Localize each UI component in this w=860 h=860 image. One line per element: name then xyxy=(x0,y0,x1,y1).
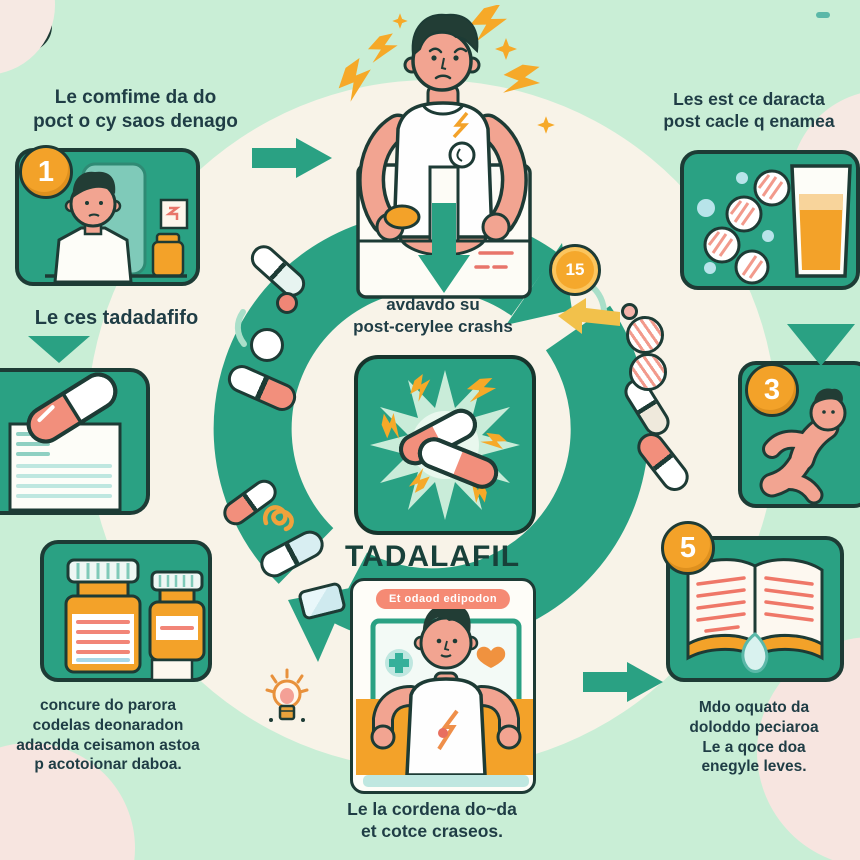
chest-ring-icon xyxy=(448,141,476,169)
open-book-icon xyxy=(686,558,824,673)
leaf-flame-icon xyxy=(741,632,769,673)
drug-title: TADALAFIL xyxy=(344,540,521,573)
tired-man-illustration xyxy=(338,5,555,299)
heart-icon xyxy=(476,646,506,668)
pill-capsule-icon xyxy=(417,437,499,489)
arrow-down-icon xyxy=(28,336,90,363)
down-arrow-icon xyxy=(418,203,470,293)
panel-step3 xyxy=(738,361,860,508)
hair xyxy=(422,604,471,637)
card-label: Et odaod edipodon xyxy=(375,589,511,609)
bubble-icon xyxy=(697,172,774,274)
tablet-icon xyxy=(626,316,664,354)
red-dashes xyxy=(474,251,514,269)
panel-bottles xyxy=(40,540,212,682)
panel-document xyxy=(0,368,150,515)
folded-arrow-icon xyxy=(558,298,620,334)
small-arrow-icon xyxy=(234,309,247,347)
pink-blob xyxy=(0,743,135,860)
panel-pills-glass xyxy=(680,150,860,290)
tablet-icon xyxy=(629,353,667,391)
panel-step5 xyxy=(666,536,844,682)
lightning-bolt-icon xyxy=(338,5,555,134)
teal-strip xyxy=(363,775,529,787)
document-icon xyxy=(8,422,122,512)
glass-icon xyxy=(790,164,852,278)
dash-decor xyxy=(816,12,830,18)
swirl-icon xyxy=(262,505,294,532)
energetic-man-illustration xyxy=(356,604,533,787)
man-figure xyxy=(53,171,133,284)
reclining-figure xyxy=(759,388,847,505)
arrow-right-icon xyxy=(583,662,663,702)
pink-blob xyxy=(757,637,860,860)
tablet-icon xyxy=(250,328,284,362)
pill-capsule-icon xyxy=(26,372,118,444)
man-figure xyxy=(370,604,522,777)
step-badge-1: 1 xyxy=(19,145,73,199)
step-badge-3: 3 xyxy=(745,363,799,417)
pink-blob xyxy=(0,0,55,74)
jar-icon xyxy=(151,240,185,278)
hair xyxy=(411,13,479,57)
arrow-right-icon xyxy=(252,138,332,178)
pill-dot-icon xyxy=(621,303,638,320)
chest-bolt-icon xyxy=(452,111,469,139)
pill-tablet-icon xyxy=(383,204,421,230)
pill-bottle-icon xyxy=(64,558,142,674)
arrow-down-icon xyxy=(787,324,855,366)
coin-icon: 15 xyxy=(549,244,601,296)
center-burst-panel xyxy=(354,355,536,535)
lightbulb-icon xyxy=(265,668,309,722)
pill-dot-icon xyxy=(276,292,298,314)
pill-bottle-icon xyxy=(148,570,206,682)
man-figure xyxy=(358,13,528,257)
heading-left: Le ces tadadafifo xyxy=(34,307,199,329)
step-badge-5: 5 xyxy=(661,521,715,575)
result-card: Et odaod edipodon xyxy=(350,578,536,794)
tablet-icon xyxy=(703,169,791,285)
